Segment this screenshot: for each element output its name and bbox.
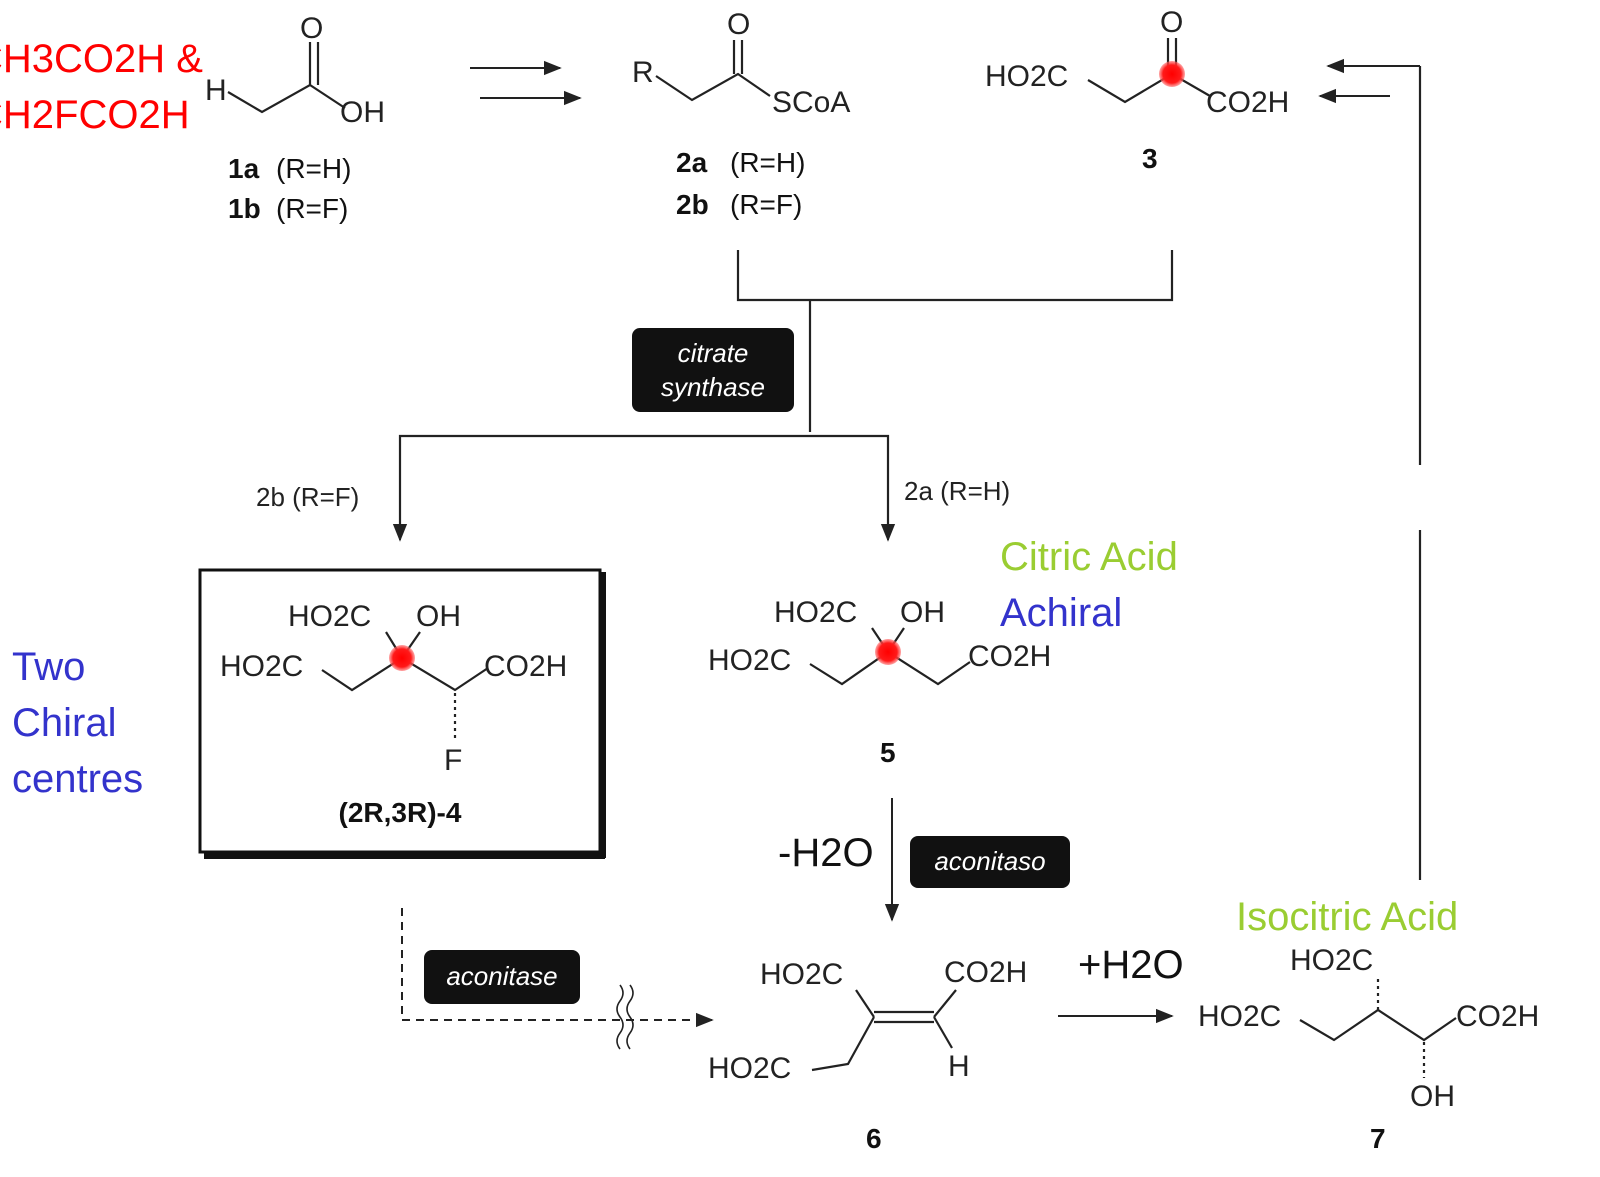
branch-right-label: 2a (R=H) [904, 476, 1010, 506]
compound-7: HO2C HO2C CO2H OH 7 [1198, 944, 1539, 1154]
atom-ho2c-top: HO2C [760, 958, 843, 991]
citrate-synthase-box [632, 328, 794, 412]
label-2a: 2a [676, 147, 708, 178]
atom-o: O [1160, 6, 1183, 39]
enzyme-citrate: citrate [678, 338, 749, 368]
atom-co2h: CO2H [944, 956, 1027, 989]
atom-co2h: CO2H [968, 640, 1051, 673]
acids-note-line2: CH2FCO2H [0, 93, 190, 137]
atom-ho2c-left: HO2C [708, 644, 791, 677]
blocked-path [401, 908, 714, 1028]
note-two: Two [12, 645, 85, 689]
enzyme-aconitase-side: aconitase [446, 961, 557, 991]
atom-ho2c-left: HO2C [220, 650, 303, 683]
atom-o: O [727, 8, 750, 41]
chiral-marker-3 [1159, 61, 1185, 87]
label-7: 7 [1370, 1123, 1386, 1154]
note-isocitric-acid: Isocitric Acid [1236, 895, 1458, 939]
aconitase-main-box [910, 836, 1070, 888]
atom-oh: OH [340, 96, 385, 129]
compound-5: HO2C OH HO2C CO2H 5 [708, 596, 1051, 768]
merge-line [736, 250, 1174, 302]
chiral-marker-5 [875, 639, 901, 665]
atom-h: H [948, 1050, 970, 1083]
atom-f: F [444, 744, 462, 777]
atom-ho2c-top: HO2C [288, 600, 371, 633]
atom-oh: OH [1410, 1080, 1455, 1113]
note-citric-acid: Citric Acid [1000, 535, 1178, 579]
atom-ho2c-top: HO2C [774, 596, 857, 629]
label-6: 6 [866, 1123, 882, 1154]
note-plus-h2o: +H2O [1078, 943, 1184, 987]
label-5: 5 [880, 737, 896, 768]
atom-ho2c-left: HO2C [1198, 1000, 1281, 1033]
note-chiral: Chiral [12, 701, 116, 745]
label-2b: 2b [676, 189, 709, 220]
atom-r: R [632, 56, 654, 89]
compound-3: HO2C O CO2H 3 [985, 6, 1289, 174]
atom-scoa: SCoA [772, 86, 850, 119]
label-1a: 1a [228, 153, 260, 184]
enzyme-aconitase-main: aconitaso [934, 846, 1045, 876]
chiral-marker-4 [389, 645, 415, 671]
label-2a-r: (R=H) [730, 147, 805, 178]
note-achiral: Achiral [1000, 591, 1122, 635]
atom-o: O [300, 12, 323, 45]
atom-h: H [205, 74, 227, 107]
split-line [398, 434, 890, 535]
atom-oh: OH [416, 600, 461, 633]
aconitase-side-box [424, 950, 580, 1004]
branch-left-label: 2b (R=F) [256, 482, 359, 512]
note-centres: centres [12, 757, 143, 801]
compound-6: HO2C CO2H HO2C H 6 [708, 956, 1027, 1154]
label-1b: 1b [228, 193, 261, 224]
note-minus-h2o: -H2O [778, 831, 874, 875]
atom-co2h: CO2H [484, 650, 567, 683]
atom-co2h: CO2H [1456, 1000, 1539, 1033]
enzyme-synthase: synthase [661, 372, 765, 402]
compound-2: R O SCoA 2a (R=H) 2b (R=F) [632, 8, 850, 220]
acids-note-line1: CH3CO2H & [0, 37, 203, 81]
compound-4: HO2C OH HO2C CO2H F (2R,3R)-4 [198, 568, 606, 859]
blocked-wavy-mark [616, 984, 634, 1050]
label-1a-r: (R=H) [276, 153, 351, 184]
label-3: 3 [1142, 143, 1158, 174]
label-1b-r: (R=F) [276, 193, 348, 224]
label-2b-r: (R=F) [730, 189, 802, 220]
atom-co2h: CO2H [1206, 86, 1289, 119]
atom-ho2c-top: HO2C [1290, 944, 1373, 977]
atom-ho2c: HO2C [985, 60, 1068, 93]
atom-ho2c-bottom: HO2C [708, 1052, 791, 1085]
compound-1: H O OH 1a (R=H) 1b (R=F) [205, 12, 385, 224]
label-4: (2R,3R)-4 [339, 797, 462, 828]
atom-oh: OH [900, 596, 945, 629]
